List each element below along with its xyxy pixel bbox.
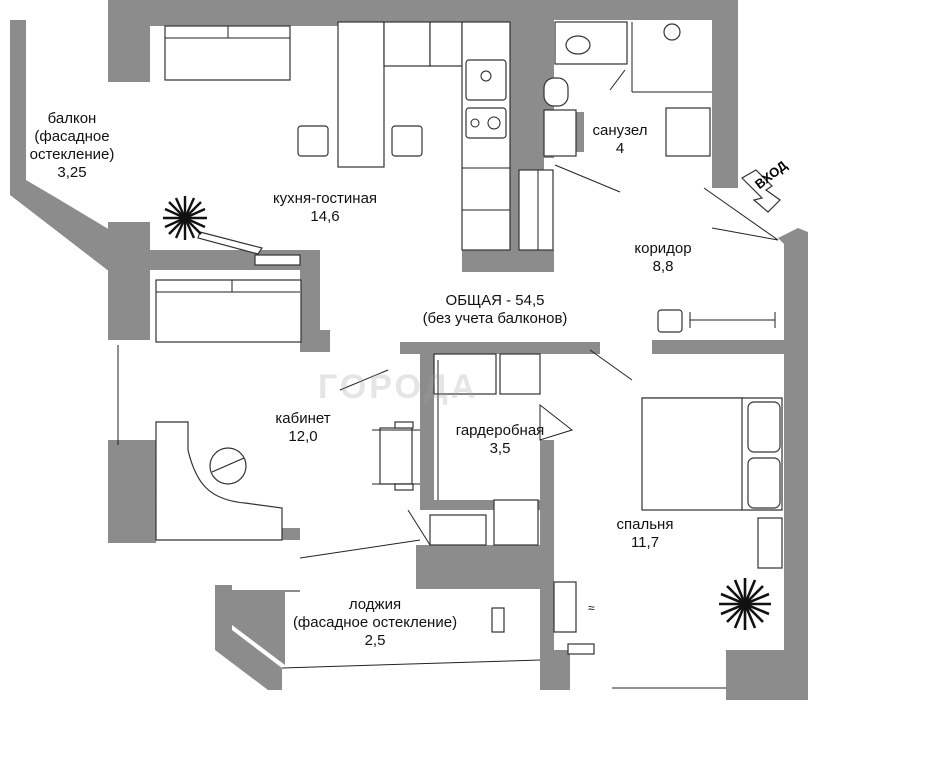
total-area-note: (без учета балконов) [422,310,568,327]
bathroom-fixtures [543,21,712,157]
walls [10,0,808,700]
room-name: лоджия [348,596,402,613]
room-name: балкон [47,110,97,127]
room-name: санузел [592,122,648,139]
room-name: гардеробная [455,422,545,439]
room-label-loggia: лоджия (фасадное остекление) 2,5 [270,596,480,650]
watermark: ГОРОДА [318,368,479,406]
room-area: 3,25 [57,164,87,181]
room-label-study: кабинет 12,0 [258,410,348,446]
room-area: 14,6 [310,208,340,225]
kitchen-furniture [164,21,554,266]
room-name: кабинет [275,410,331,427]
room-label-kitchen: кухня-гостиная 14,6 [250,190,400,226]
room-name: остекление) [29,146,115,163]
corridor-details [554,164,781,333]
room-area: 3,5 [489,440,511,457]
room-name: спальня [616,516,674,533]
room-area: 4 [615,140,625,157]
room-name: (фасадное [34,128,110,145]
room-name: (фасадное остекление) [292,614,458,631]
svg-text:≈: ≈ [588,601,595,615]
room-label-wardrobe: гардеробная 3,5 [444,422,556,458]
room-label-bathroom: санузел 4 [580,122,660,158]
plant-icon [719,578,771,630]
room-area: 12,0 [288,428,318,445]
total-area-label: ОБЩАЯ - 54,5 (без учета балконов) [400,292,590,328]
room-label-balcony: балкон (фасадное остекление) 3,25 [12,110,132,182]
loggia-details [117,345,541,669]
room-label-bedroom: спальня 11,7 [600,516,690,552]
room-area: 8,8 [652,258,674,275]
room-label-corridor: коридор 8,8 [618,240,708,276]
study-furniture [155,279,421,559]
room-name: коридор [634,240,692,257]
bedroom-furniture: ≈ [553,349,783,689]
room-area: 11,7 [630,534,660,551]
room-name: кухня-гостиная [272,190,378,207]
room-area: 2,5 [364,632,386,649]
wardrobe-furniture [407,353,574,546]
plant-icon [163,196,207,240]
total-area: ОБЩАЯ - 54,5 [445,292,545,309]
